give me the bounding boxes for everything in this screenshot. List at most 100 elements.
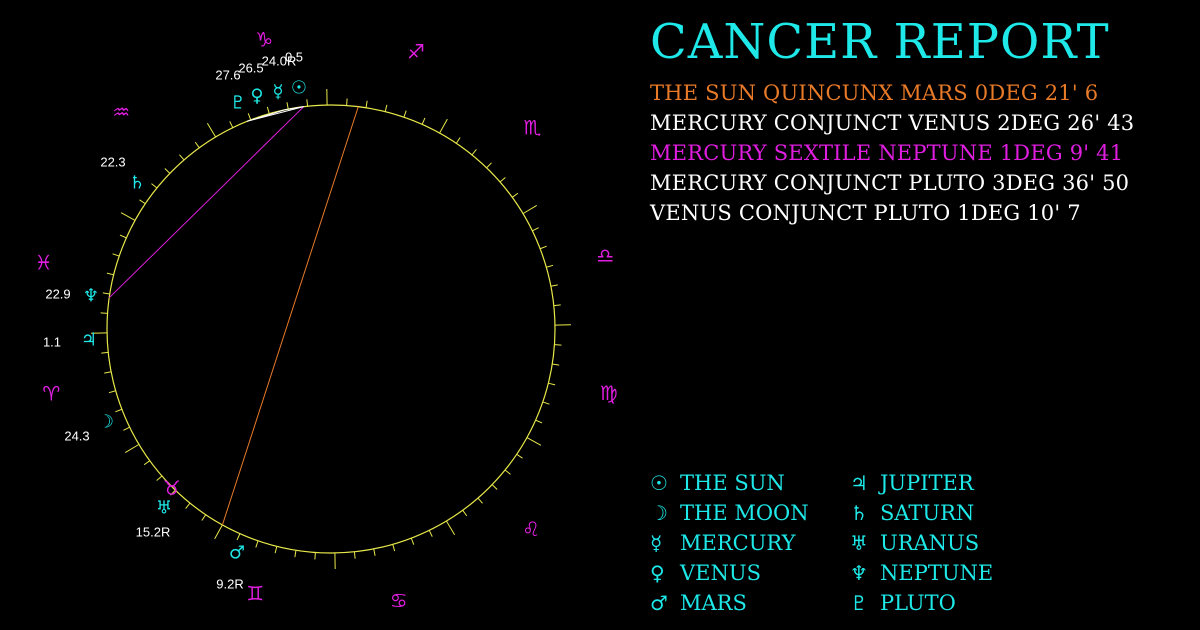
mercury-icon: ☿ — [650, 531, 663, 555]
degree-tick — [421, 117, 426, 125]
saturn-icon: ♄ — [129, 173, 145, 194]
aspect-item: MERCURY SEXTILE NEPTUNE 1DEG 9' 41 — [650, 141, 1124, 165]
sun-icon: ☉ — [650, 471, 668, 495]
degree-tick — [428, 530, 433, 537]
legend-label: THE MOON — [680, 501, 809, 525]
neptune-icon: ♆ — [850, 561, 868, 585]
degree-tick — [553, 304, 561, 307]
degree-tick — [185, 502, 191, 509]
degree-tick — [151, 183, 158, 189]
degree-tick — [123, 426, 130, 431]
legend-item-mars: ♂ MARS — [650, 588, 747, 618]
degree-tick — [373, 548, 376, 556]
pluto-icon: ♇ — [230, 93, 246, 114]
planet-legend: ☉ THE SUN ☽ THE MOON ☿ MERCURY ♀ VENUS ♂… — [650, 468, 1050, 618]
degree-tick — [286, 102, 289, 110]
uranus-degree-label: 15.2R — [136, 525, 171, 540]
pluto-icon: ♇ — [850, 591, 868, 615]
aspect-item: VENUS CONJUNCT PLUTO 1DEG 10' 7 — [650, 201, 1081, 225]
venus-degree-label: 26.5 — [238, 61, 263, 76]
degree-tick — [125, 443, 140, 454]
degree-tick — [365, 100, 368, 108]
degree-tick — [266, 106, 270, 114]
virgo-sign-icon: ♍ — [600, 381, 618, 405]
degree-tick — [119, 234, 127, 239]
degree-tick — [294, 550, 297, 558]
degree-tick — [522, 204, 537, 215]
report-title: CANCER REPORT — [650, 14, 1110, 70]
venus-icon: ♀ — [250, 86, 263, 107]
sun-degree-label: 0.5 — [285, 50, 303, 65]
mars-degree-label: 9.2R — [216, 577, 243, 592]
degree-tick — [139, 199, 146, 205]
mars-icon: ♂ — [229, 543, 245, 564]
degree-tick — [164, 168, 171, 174]
degree-tick — [439, 118, 448, 134]
degree-tick — [511, 192, 519, 198]
venus-icon: ♀ — [650, 561, 665, 585]
aspect-line-venus-pluto — [246, 109, 285, 122]
degree-tick — [462, 509, 468, 517]
gemini-sign-icon: ♊ — [246, 581, 264, 605]
uranus-icon: ♅ — [850, 531, 868, 555]
legend-label: JUPITER — [880, 471, 974, 495]
degree-ticks — [91, 89, 571, 569]
scorpio-sign-icon: ♏ — [524, 115, 542, 139]
moon-icon: ☽ — [98, 412, 114, 433]
mars-icon: ♂ — [650, 591, 668, 615]
degree-tick — [392, 544, 396, 552]
uranus-icon: ♅ — [156, 498, 172, 519]
cancer-sign-icon: ♋ — [390, 589, 408, 613]
legend-item-uranus: ♅ URANUS — [850, 528, 979, 558]
astrology-wheel: ♈♉♊♋♌♍♎♏♐♑♒♓ ☉☽☿♀♂♃♄♅♆♇ 0.524.324.0R26.5… — [35, 28, 618, 613]
legend-item-sun: ☉ THE SUN — [650, 468, 785, 498]
degree-tick — [516, 453, 523, 459]
legend-item-mercury: ☿ MERCURY — [650, 528, 795, 558]
legend-label: MARS — [680, 591, 747, 615]
mercury-icon: ☿ — [272, 82, 283, 103]
degree-tick — [143, 460, 151, 466]
zodiac-signs: ♈♉♊♋♌♍♎♏♐♑♒♓ — [35, 28, 618, 613]
aspect-line-mercury-neptune — [108, 106, 305, 299]
degree-tick — [106, 272, 114, 276]
moon-degree-label: 24.3 — [64, 429, 89, 444]
saturn-icon: ♄ — [850, 501, 868, 525]
degree-tick — [504, 469, 511, 475]
moon-icon: ☽ — [650, 501, 668, 525]
aspect-list: THE SUN QUINCUNX MARS 0DEG 21' 6 MERCURY… — [650, 78, 1134, 228]
degree-tick — [255, 540, 259, 548]
degree-tick — [526, 437, 542, 446]
libra-sign-icon: ♎ — [596, 243, 614, 267]
legend-label: NEPTUNE — [880, 561, 994, 585]
aquarius-sign-icon: ♒ — [112, 100, 130, 124]
neptune-icon: ♆ — [83, 286, 99, 307]
degree-tick — [353, 551, 356, 559]
degree-tick — [102, 292, 110, 295]
zodiac-circle — [106, 104, 556, 554]
degree-tick — [179, 154, 185, 161]
legend-item-saturn: ♄ SATURN — [850, 498, 974, 528]
degree-tick — [535, 419, 543, 424]
degree-tick — [403, 110, 407, 118]
pluto-degree-label: 27.6 — [215, 68, 240, 83]
legend-label: URANUS — [880, 531, 980, 555]
degree-tick — [384, 104, 388, 112]
pisces-sign-icon: ♓ — [35, 251, 53, 275]
legend-item-neptune: ♆ NEPTUNE — [850, 558, 993, 588]
aspect-item: MERCURY CONJUNCT PLUTO 3DEG 36' 50 — [650, 171, 1130, 195]
legend-label: MERCURY — [680, 531, 796, 555]
capricorn-sign-icon: ♑ — [255, 28, 273, 52]
legend-item-venus: ♀ VENUS — [650, 558, 761, 588]
degree-tick — [194, 141, 200, 149]
degree-tick — [101, 351, 109, 354]
degree-tick — [156, 475, 163, 481]
planet-markers: ☉☽☿♀♂♃♄♅♆♇ — [81, 78, 307, 564]
legend-label: THE SUN — [680, 471, 785, 495]
jupiter-degree-label: 1.1 — [43, 335, 61, 350]
aspect-line-sun-mars — [221, 106, 359, 526]
sagittarius-sign-icon: ♐ — [407, 40, 425, 64]
taurus-sign-icon: ♉ — [163, 476, 181, 500]
legend-label: VENUS — [680, 561, 761, 585]
degree-tick — [548, 382, 556, 386]
jupiter-icon: ♃ — [81, 330, 97, 351]
